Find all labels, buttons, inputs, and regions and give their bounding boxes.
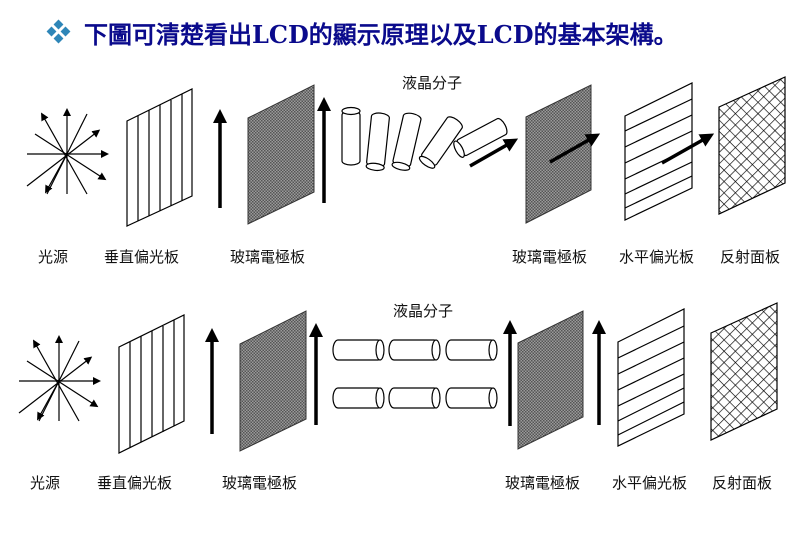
label-glass-electrode-2: 玻璃電極板 xyxy=(512,248,587,266)
diagram-bottom: 液晶分子 光源 垂直偏光板 玻璃電極板 玻璃電極板 水平偏光板 反射面板 xyxy=(18,302,778,492)
lc-molecule xyxy=(445,387,498,409)
liquid-crystal-label: 液晶分子 xyxy=(393,302,453,320)
glass-electrode-plate xyxy=(525,84,592,224)
lc-molecule xyxy=(391,112,422,171)
vertical-polarizer xyxy=(126,88,193,227)
label-glass-electrode-1: 玻璃電極板 xyxy=(230,248,305,266)
label-vertical-polarizer: 垂直偏光板 xyxy=(97,474,172,492)
title-text: 下圖可清楚看出LCD的顯示原理以及LCD的基本架構。 xyxy=(84,19,678,49)
liquid-crystal-molecules xyxy=(341,106,508,172)
lc-molecule xyxy=(365,112,390,172)
glass-electrode-plate xyxy=(517,310,584,450)
label-horizontal-polarizer: 水平偏光板 xyxy=(619,248,694,266)
label-reflector: 反射面板 xyxy=(712,474,772,492)
reflector-plate xyxy=(718,76,786,215)
label-vertical-polarizer: 垂直偏光板 xyxy=(104,248,179,266)
label-horizontal-polarizer: 水平偏光板 xyxy=(612,474,687,492)
glass-electrode-plate xyxy=(247,84,315,225)
label-light-source: 光源 xyxy=(30,474,60,492)
light-direction-arrow xyxy=(661,133,715,165)
reflector-plate xyxy=(710,302,778,441)
lc-molecule xyxy=(388,387,441,409)
horizontal-polarizer xyxy=(617,308,685,447)
liquid-crystal-molecules xyxy=(332,339,498,409)
lc-molecule xyxy=(388,339,441,361)
horizontal-polarizer xyxy=(624,82,693,221)
label-light-source: 光源 xyxy=(38,248,68,266)
light-source-icon xyxy=(26,108,109,195)
lc-molecule xyxy=(341,106,361,166)
lc-molecule xyxy=(332,339,385,361)
lc-molecule xyxy=(445,339,498,361)
label-glass-electrode-2: 玻璃電極板 xyxy=(505,474,580,492)
liquid-crystal-label: 液晶分子 xyxy=(402,74,462,92)
label-reflector: 反射面板 xyxy=(720,248,780,266)
light-direction-arrow xyxy=(549,133,601,164)
lc-molecule xyxy=(453,117,508,158)
diagram-top: 液晶分子 xyxy=(26,74,786,266)
glass-electrode-plate xyxy=(239,310,307,452)
light-source-icon xyxy=(18,335,101,422)
vertical-polarizer xyxy=(118,314,185,454)
label-glass-electrode-1: 玻璃電極板 xyxy=(222,474,297,492)
slide-title: 下圖可清楚看出LCD的顯示原理以及LCD的基本架構。 xyxy=(46,14,678,50)
light-direction-arrow xyxy=(469,138,519,168)
lc-molecule xyxy=(332,387,385,409)
lc-molecule xyxy=(418,116,463,169)
